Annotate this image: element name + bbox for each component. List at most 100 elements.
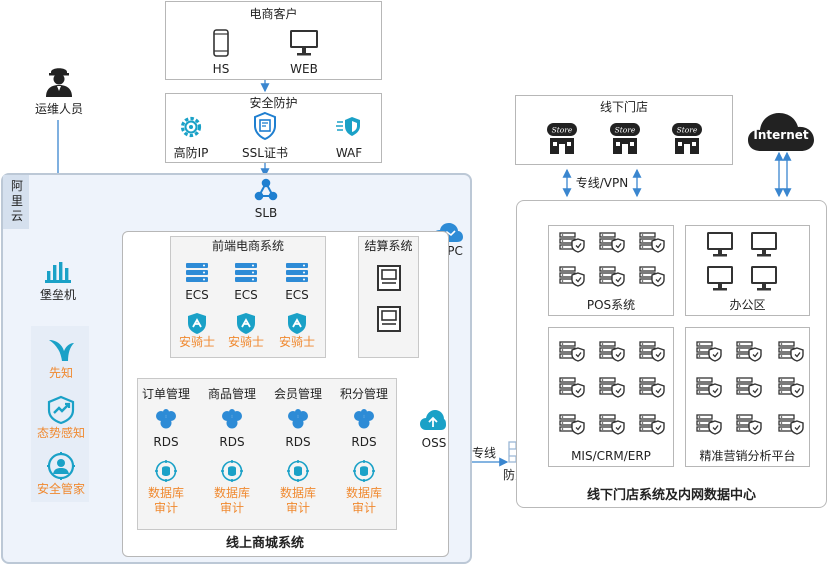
internet-cloud-icon <box>748 113 814 151</box>
online-mall-title: 线上商城系统 <box>225 536 304 551</box>
security-title: 安全防护 <box>249 96 298 110</box>
database-audit-icon <box>287 460 309 482</box>
security-manager-label: 安全管家 <box>36 482 85 496</box>
slb-load-balancer-icon <box>254 178 278 201</box>
ops-person-icon <box>46 68 72 97</box>
oss-label: OSS <box>421 436 447 450</box>
rds-label: RDS <box>285 435 311 449</box>
database-audit-label: 数据库审计 <box>279 486 316 515</box>
ecs-label: ECS <box>185 288 209 302</box>
server-shield-icon <box>559 377 585 398</box>
waf-firewall-icon <box>336 117 360 136</box>
xianzhi-label: 先知 <box>48 366 73 380</box>
rds-label: RDS <box>219 435 245 449</box>
server-shield-icon <box>696 377 722 398</box>
svg-text:Store: Store <box>615 126 636 135</box>
web-label: WEB <box>290 62 318 76</box>
server-shield-icon <box>778 341 804 362</box>
server-shield-icon <box>599 232 625 253</box>
database-audit-icon <box>155 460 177 482</box>
offline-stores-title: 线下门店 <box>599 100 648 114</box>
ecs-server-icon <box>186 263 208 282</box>
rds-label: RDS <box>153 435 179 449</box>
office-computer-icon <box>707 266 733 291</box>
rds-database-icon <box>156 409 176 429</box>
waf-label: WAF <box>335 146 363 160</box>
bastion-label: 堡垒机 <box>39 288 76 302</box>
server-shield-icon <box>778 414 804 435</box>
server-shield-icon <box>639 377 665 398</box>
marketing-platform-box <box>685 327 810 467</box>
server-shield-icon <box>599 414 625 435</box>
ecs-server-icon <box>286 263 308 282</box>
frontend-system-box <box>170 236 326 358</box>
anti-ddos-gear-icon <box>180 116 202 138</box>
host-guard-shield-icon <box>188 313 206 334</box>
services-group-box <box>137 378 397 530</box>
server-shield-icon <box>599 341 625 362</box>
store-icon: Store <box>547 123 577 154</box>
store-icon: Store <box>672 123 702 154</box>
ssl-label: SSL证书 <box>242 146 288 160</box>
server-shield-icon <box>559 232 585 253</box>
anti-ddos-label: 高防IP <box>173 146 209 160</box>
host-guard-label: 安骑士 <box>227 335 264 349</box>
slb-label: SLB <box>254 206 278 220</box>
server-shield-icon <box>559 341 585 362</box>
rds-label: RDS <box>351 435 377 449</box>
service-title: 订单管理 <box>141 387 190 401</box>
dedicated-line-label: 专线 <box>471 446 496 460</box>
aliyun-label-tab: 阿里云 <box>3 175 29 229</box>
aliyun-label: 阿里云 <box>11 179 24 223</box>
server-shield-icon <box>736 414 762 435</box>
server-shield-icon <box>639 232 665 253</box>
security-manager-icon <box>47 452 75 480</box>
rds-database-icon <box>288 409 308 429</box>
ecs-label: ECS <box>285 288 309 302</box>
office-label: 办公区 <box>729 298 766 312</box>
server-shield-icon <box>559 414 585 435</box>
ecs-server-icon <box>235 263 257 282</box>
mobile-phone-icon <box>213 29 229 57</box>
bastion-host-icon <box>45 262 71 283</box>
desktop-monitor-icon <box>290 30 318 56</box>
host-guard-shield-icon <box>288 313 306 334</box>
security-box: 安全防护 高防IP SSL证书 WAF <box>165 93 382 163</box>
database-audit-icon <box>353 460 375 482</box>
marketing-label: 精准营销分析平台 <box>699 449 796 463</box>
svg-text:Store: Store <box>677 126 698 135</box>
datacenter-title: 线下门店系统及内网数据中心 <box>586 488 756 503</box>
server-shield-icon <box>778 377 804 398</box>
server-shield-icon <box>599 266 625 287</box>
settlement-title: 结算系统 <box>364 239 413 253</box>
server-shield-icon <box>639 341 665 362</box>
rds-database-icon <box>222 409 242 429</box>
database-audit-label: 数据库审计 <box>147 486 184 515</box>
oss-storage-icon <box>420 410 446 430</box>
office-computer-icon <box>707 232 733 257</box>
server-shield-icon <box>559 266 585 287</box>
office-computer-icon <box>751 266 777 291</box>
host-guard-label: 安骑士 <box>178 335 215 349</box>
ecommerce-customers-box: 电商客户 HS WEB <box>165 1 382 80</box>
mis-label: MIS/CRM/ERP <box>571 449 651 463</box>
server-shield-icon <box>736 377 762 398</box>
server-shield-icon <box>599 377 625 398</box>
database-audit-label: 数据库审计 <box>345 486 382 515</box>
hs-label: HS <box>212 62 230 76</box>
pos-label: POS系统 <box>586 298 636 312</box>
xianzhi-icon <box>49 340 74 361</box>
ecs-label: ECS <box>234 288 258 302</box>
internet-label: Internet <box>753 128 809 142</box>
ops-label: 运维人员 <box>34 102 83 116</box>
host-guard-shield-icon <box>237 313 255 334</box>
frontend-title: 前端电商系统 <box>211 239 284 253</box>
host-guard-label: 安骑士 <box>278 335 315 349</box>
vpn-label: 专线/VPN <box>575 176 629 190</box>
database-audit-label: 数据库审计 <box>213 486 250 515</box>
rds-database-icon <box>354 409 374 429</box>
service-title: 商品管理 <box>207 387 256 401</box>
situation-awareness-icon <box>47 395 75 425</box>
office-area-box <box>685 225 810 316</box>
server-shield-icon <box>696 414 722 435</box>
